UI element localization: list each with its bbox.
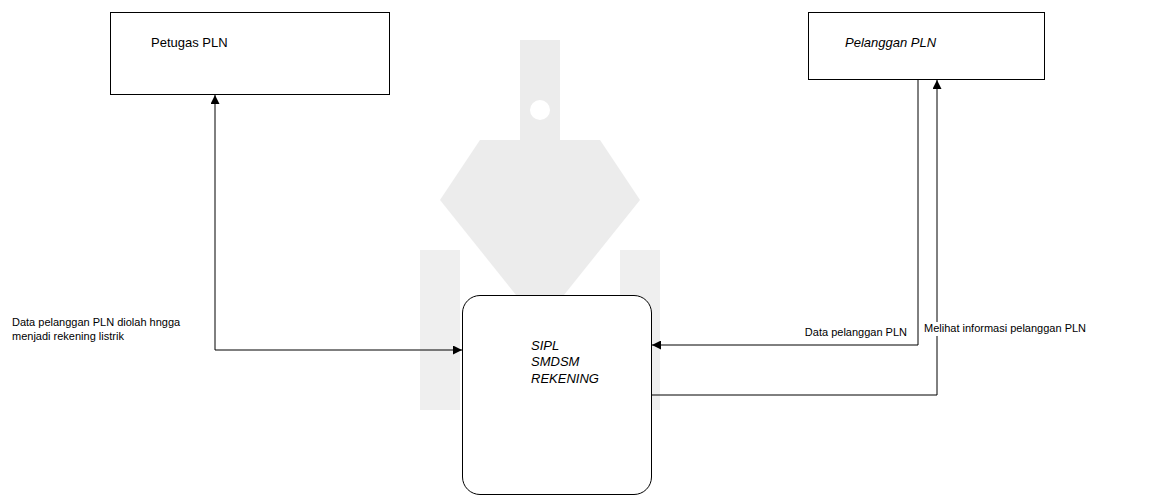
node-label: Petugas PLN [151,35,379,51]
node-label: SIPL SMDSM REKENING [531,338,599,387]
flow-arrow [652,80,918,345]
edge-label: Data pelanggan PLN [760,326,909,340]
edge-label: Data pelanggan PLN diolah hngga menjadi … [10,316,204,344]
edge-label: Melihat informasi pelanggan PLN [922,322,1136,336]
flow-arrow [652,80,937,395]
node-label: Pelanggan PLN [845,35,1034,51]
entity-box: Petugas PLN [110,12,390,95]
entity-box: Pelanggan PLN [808,12,1045,80]
process-box: SIPL SMDSM REKENING [462,295,652,495]
flow-arrow [215,95,462,350]
